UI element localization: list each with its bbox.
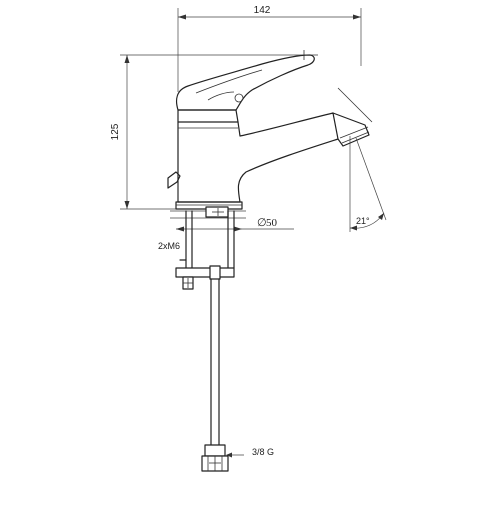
bolts-label: 2xM6 (158, 241, 180, 251)
width-dimension-label: 142 (254, 5, 271, 16)
connection-label: 3/8 G (252, 447, 274, 457)
supply-hose (210, 278, 220, 446)
height-dimension-label: 125 (110, 123, 121, 140)
popup-rod-knob (167, 171, 181, 200)
base-diameter-dimension: ∅ 50 (176, 217, 294, 232)
width-dimension: 142 (177, 5, 362, 92)
base-diameter-label: 50 (266, 217, 278, 229)
mounting-bolts (179, 206, 235, 269)
fixing-plate (175, 265, 235, 290)
lever-handle (176, 50, 318, 111)
diameter-symbol: ∅ (257, 217, 267, 229)
faucet-body (177, 109, 339, 203)
spout-angle-dimension: 21° (349, 136, 387, 232)
hose-connection-nut (201, 444, 244, 472)
spout-aerator (332, 87, 373, 147)
height-dimension: 125 (110, 54, 300, 210)
spout-angle-label: 21° (356, 216, 370, 226)
